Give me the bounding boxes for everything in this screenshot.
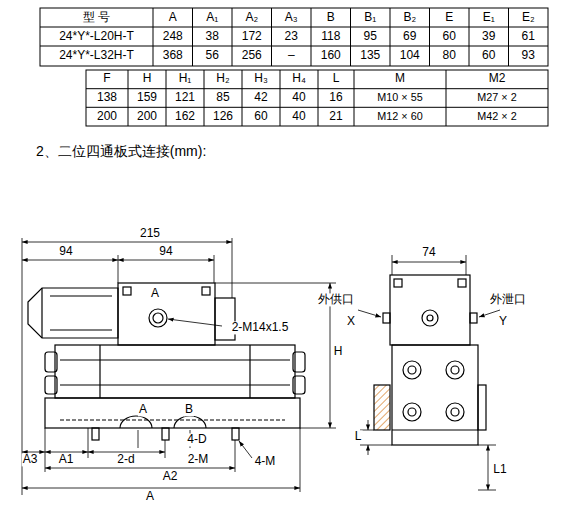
valve-side-view [374, 275, 486, 445]
table-cell: F [103, 73, 110, 86]
dimension-label: 94 [58, 245, 73, 258]
table-cell: 21 [329, 110, 342, 123]
table-cell: 型 号 [83, 11, 110, 24]
dimension-label: 215 [139, 227, 161, 240]
table-cell: 95 [364, 30, 377, 43]
table-grid [40, 8, 548, 126]
table-cell: 60 [443, 30, 456, 43]
table-cell: 93 [522, 50, 535, 63]
table-cell: 24*Y*-L32H-T [59, 50, 134, 63]
table-cell: 256 [242, 50, 262, 63]
table-cell: 104 [400, 50, 420, 63]
dimension-label: A [150, 287, 160, 300]
dimension-label: 2-d [116, 453, 135, 466]
table-cell: M2 [489, 73, 506, 86]
table-cell: 16 [329, 91, 342, 104]
dimension-label: 2-M14x1.5 [231, 321, 290, 334]
dimension-label: 94 [158, 245, 173, 258]
table-cell: 38 [206, 30, 219, 43]
dimension-label: 外供口 [317, 293, 355, 306]
table-cell: 24*Y*-L20H-T [59, 30, 134, 43]
dimension-label: A [145, 490, 155, 503]
table-cell: 162 [175, 110, 195, 123]
table-cell: 135 [360, 50, 380, 63]
table-cell: M [395, 73, 405, 86]
table-cell: 85 [216, 91, 229, 104]
table-cell: 138 [97, 91, 117, 104]
table-cell: L [333, 73, 340, 86]
table-cell: 60 [254, 110, 267, 123]
dimension-label: A [138, 403, 148, 416]
section-heading: 2、二位四通板式连接(mm): [36, 144, 206, 159]
table-cell: A₂ [245, 11, 258, 24]
table-cell: H [143, 73, 152, 86]
dimension-label: 4-M [254, 455, 277, 468]
table-cell: H₄ [292, 73, 306, 86]
table-cell: E₁ [483, 11, 495, 24]
table-cell: 159 [137, 91, 157, 104]
dimension-label: X [346, 315, 356, 328]
dimension-label: 2-M [187, 453, 210, 466]
table-cell: 69 [403, 30, 416, 43]
table-cell: 200 [137, 110, 157, 123]
dimension-lines [22, 238, 336, 495]
table-cell: M10 × 55 [377, 92, 422, 104]
table-cell: A₃ [285, 11, 298, 24]
dimension-label: B [184, 403, 194, 416]
table-cell: B₁ [364, 11, 376, 24]
dimension-label: A3 [22, 453, 39, 466]
table-cell: A₁ [206, 11, 218, 24]
table-cell: 200 [97, 110, 117, 123]
table-cell: 40 [292, 91, 305, 104]
table-cell: M27 × 2 [477, 92, 516, 104]
table-cell: H₃ [254, 73, 268, 86]
table-cell: 160 [321, 50, 341, 63]
dimension-label: Y [498, 315, 508, 328]
table-cell: 80 [443, 50, 456, 63]
dimension-label: 4-D [186, 433, 207, 446]
table-cell: B [327, 11, 335, 24]
table-cell: 40 [292, 110, 305, 123]
table-cell: – [288, 50, 295, 63]
table-cell: M12 × 60 [377, 111, 422, 123]
table-cell: E₂ [522, 11, 535, 24]
dimension-label: H [333, 345, 344, 358]
dimension-label: 外泄口 [489, 293, 527, 306]
table-cell: E [445, 11, 453, 24]
table-cell: A [169, 11, 177, 24]
side-dims [358, 255, 500, 490]
table-cell: 56 [206, 50, 219, 63]
table-cell: 121 [175, 91, 195, 104]
table-cell: 39 [482, 30, 495, 43]
table-cell: 61 [522, 30, 535, 43]
table-cell: 23 [285, 30, 298, 43]
valve-front-view [28, 283, 305, 440]
table-cell: 60 [482, 50, 495, 63]
table-cell: 172 [242, 30, 262, 43]
table-cell: H₁ [179, 73, 192, 86]
table-cell: M42 × 2 [477, 111, 516, 123]
table-cell: 42 [254, 91, 267, 104]
table-cell: 118 [321, 30, 340, 43]
table-cell: 368 [163, 50, 183, 63]
dimension-label: A1 [58, 453, 75, 466]
table-cell: 248 [163, 30, 183, 43]
dimension-label: A2 [162, 470, 179, 483]
dimension-label: 74 [421, 246, 436, 259]
table-cell: B₂ [403, 11, 416, 24]
dimension-label: L1 [492, 463, 507, 476]
table-cell: 126 [213, 110, 233, 123]
dimension-label: L [354, 430, 363, 443]
table-cell: H₂ [216, 73, 229, 86]
